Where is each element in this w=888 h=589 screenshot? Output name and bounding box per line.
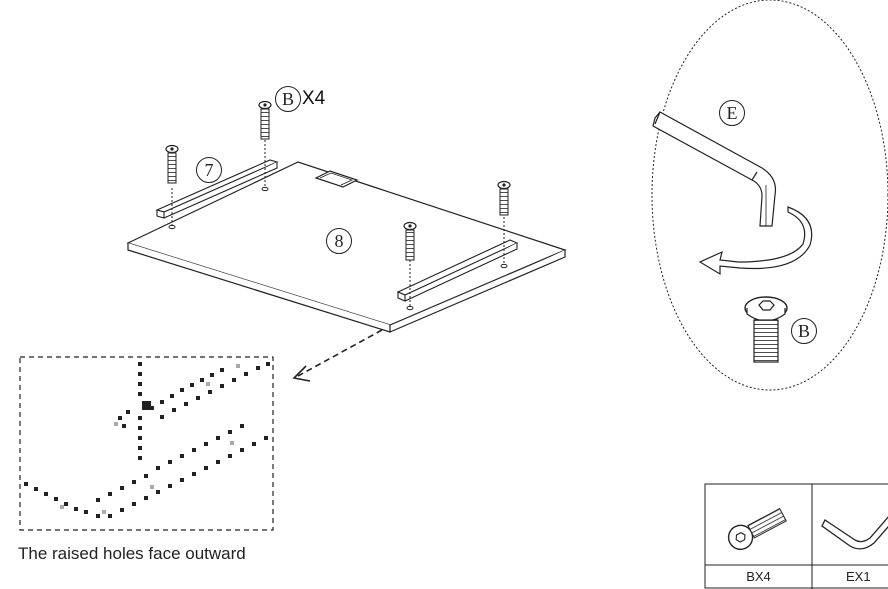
rotation-arrow-icon: [698, 206, 813, 276]
bolt-closeup-icon: [744, 296, 788, 363]
panel-7-label: 7: [196, 157, 222, 183]
guide-lines: [171, 140, 767, 306]
bolt-closeup-letter-label: B: [791, 318, 817, 344]
wrench-detail: [651, 0, 888, 391]
detail-box: [19, 356, 274, 531]
rail-right: [396, 239, 519, 302]
bolt-quantity-label: X4: [302, 88, 326, 109]
bolt-icon: [497, 180, 511, 216]
detail-caption: The raised holes face outward: [18, 544, 246, 563]
wrench-letter-label: E: [719, 100, 745, 126]
parts-table-hex-key-label: EX1: [846, 569, 871, 584]
panel-8-label: 8: [326, 228, 352, 254]
bolt-icon: [403, 221, 417, 261]
bolt-icon: [258, 100, 272, 140]
rail-panel-7: [155, 159, 279, 219]
bolt-letter-label: B: [275, 86, 301, 112]
bolt-icon: [165, 144, 179, 184]
parts-table: [704, 483, 888, 589]
detail-arrow: [292, 329, 383, 382]
hex-key-icon: [821, 516, 888, 550]
bolt-icon: [727, 507, 787, 551]
hex-key-icon: [652, 111, 777, 227]
parts-table-bolt-label: BX4: [746, 569, 771, 584]
